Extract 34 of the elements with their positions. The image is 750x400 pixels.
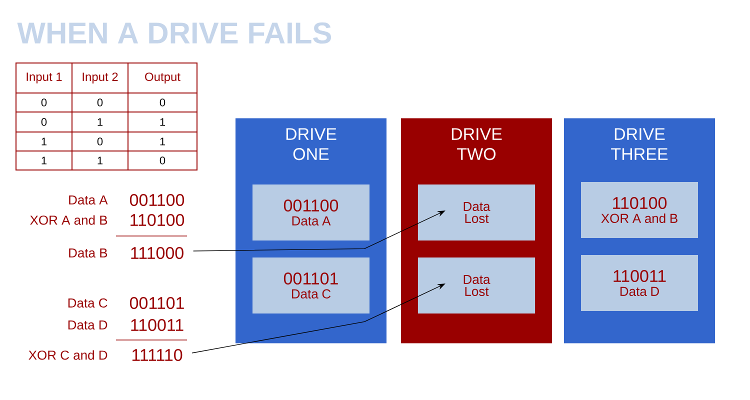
table-value: 0 — [41, 118, 47, 126]
title: WHEN A DRIVE FAILS — [17, 22, 332, 44]
table-value: 1 — [98, 156, 103, 164]
table-value: 0 — [97, 98, 103, 106]
data-block: 110011 Data D — [581, 255, 698, 311]
row-label: XOR C and D — [28, 350, 108, 360]
table-header: Input 2 — [82, 72, 118, 84]
data-block: 001100 Data A — [252, 184, 370, 240]
binary-value: 110011 — [131, 318, 184, 332]
table-value: 0 — [97, 138, 103, 146]
result-value: 111110 — [132, 348, 182, 362]
row-label: Data C — [68, 298, 108, 308]
data-block: 110100 XOR A and B — [581, 182, 698, 238]
table-value: 1 — [42, 156, 47, 164]
table-value: 1 — [98, 118, 103, 126]
table-value: 0 — [160, 156, 166, 164]
row-label: XOR A and B — [30, 215, 108, 225]
table-value: 0 — [160, 98, 166, 106]
data-block: Data Lost — [418, 184, 535, 240]
table-value: 0 — [41, 98, 47, 106]
binary-value: 001101 — [130, 296, 184, 310]
table-value: 1 — [160, 118, 166, 126]
data-block: Data Lost — [418, 258, 535, 314]
result-value: 111000 — [131, 246, 184, 260]
table-header: Input 1 — [26, 72, 62, 84]
table-value: 1 — [160, 138, 166, 146]
table-header: Output — [145, 72, 180, 84]
table-value: 1 — [42, 138, 47, 146]
row-label: Data A — [69, 195, 108, 205]
data-block: 001101 Data C — [252, 258, 370, 314]
row-label: Data B — [69, 248, 108, 258]
binary-value: 110100 — [130, 214, 184, 226]
row-label: Data D — [68, 320, 108, 330]
binary-value: 001100 — [130, 194, 184, 206]
